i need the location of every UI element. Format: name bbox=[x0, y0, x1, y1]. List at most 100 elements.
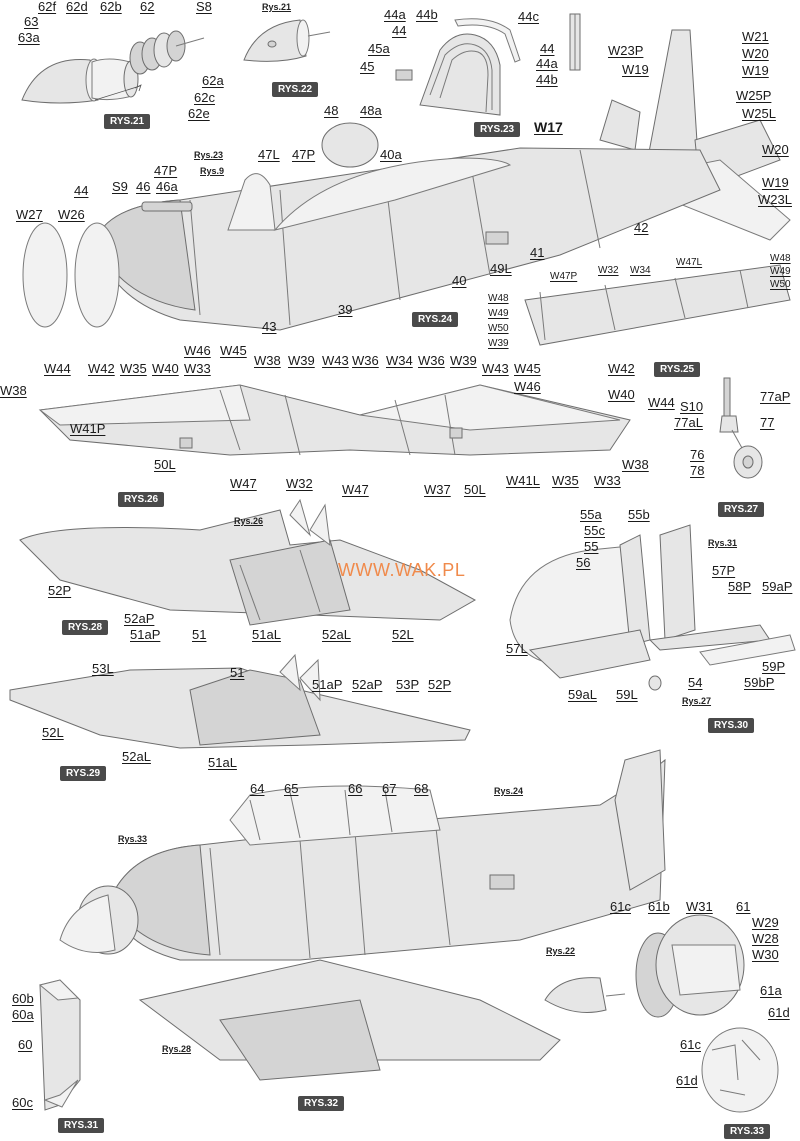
figure-tag-rys26: RYS.26 bbox=[118, 492, 165, 507]
label-77: 77 bbox=[760, 415, 775, 430]
label-w41l: W41L bbox=[506, 473, 540, 488]
label-66: 66 bbox=[348, 781, 363, 796]
label-w36a: W36 bbox=[352, 353, 379, 368]
label-55a: 55a bbox=[580, 507, 602, 522]
fig22-spinner bbox=[243, 19, 331, 62]
label-w40b: W40 bbox=[608, 387, 635, 402]
label-w25l: W25L bbox=[742, 106, 776, 121]
label-51ap-2: 51aP bbox=[312, 677, 343, 692]
label-45a: 45a bbox=[368, 41, 390, 56]
label-51: 51 bbox=[192, 627, 207, 642]
label-w50b: W50 bbox=[488, 323, 509, 334]
label-46: 46 bbox=[136, 179, 151, 194]
label-w34a: W34 bbox=[630, 265, 651, 276]
label-48a: 48a bbox=[360, 103, 382, 118]
label-62: 62 bbox=[140, 0, 155, 14]
label-w26: W26 bbox=[58, 207, 85, 222]
label-63: 63 bbox=[24, 14, 39, 29]
label-w38b: W38 bbox=[0, 383, 27, 398]
label-w25p: W25P bbox=[736, 88, 772, 103]
label-w32a: W32 bbox=[598, 265, 619, 276]
ref-rys33: Rys.33 bbox=[118, 834, 148, 844]
label-68: 68 bbox=[414, 781, 429, 796]
label-77al: 77aL bbox=[674, 415, 703, 430]
label-w35a: W35 bbox=[120, 361, 147, 376]
label-57p: 57P bbox=[712, 563, 736, 578]
label-60b: 60b bbox=[12, 991, 34, 1006]
fig28-wing-lower bbox=[19, 498, 477, 626]
label-w42b: W42 bbox=[608, 361, 635, 376]
label-52l-2: 52L bbox=[42, 725, 64, 740]
figure-tag-rys23: RYS.23 bbox=[474, 122, 521, 137]
figure-tag-rys27: RYS.27 bbox=[718, 502, 765, 517]
label-60a: 60a bbox=[12, 1007, 34, 1022]
fig30-tail-assembly bbox=[509, 524, 796, 691]
label-w46a: W46 bbox=[184, 343, 211, 358]
label-w19b: W19 bbox=[742, 63, 769, 78]
ref-rys26: Rys.26 bbox=[234, 516, 264, 526]
label-w19a: W19 bbox=[622, 62, 649, 77]
label-44a-right: 44a bbox=[536, 56, 558, 71]
label-w41p: W41P bbox=[70, 421, 106, 436]
label-w50a: W50 bbox=[770, 279, 791, 290]
watermark: WWW.WAK.PL bbox=[338, 560, 466, 580]
label-44-top: 44 bbox=[392, 23, 407, 38]
label-39: 39 bbox=[338, 302, 353, 317]
label-47p: 47P bbox=[292, 147, 316, 162]
label-62d: 62d bbox=[66, 0, 88, 14]
label-51al: 51aL bbox=[252, 627, 281, 642]
label-w32b: W32 bbox=[286, 476, 313, 491]
figure-tag-rys32: RYS.32 bbox=[298, 1096, 345, 1111]
label-44c: 44c bbox=[518, 9, 539, 24]
ref-rys9: Rys.9 bbox=[200, 166, 225, 176]
label-w47b: W47 bbox=[342, 482, 369, 497]
label-61c-2: 61c bbox=[680, 1037, 701, 1052]
label-w48b: W48 bbox=[488, 293, 509, 304]
label-76: 76 bbox=[690, 447, 705, 462]
label-w43a: W43 bbox=[322, 353, 349, 368]
label-55: 55 bbox=[584, 539, 599, 554]
label-61d: 61d bbox=[768, 1005, 790, 1020]
label-w44a: W44 bbox=[44, 361, 71, 376]
ref-rys24-b: Rys.24 bbox=[494, 786, 524, 796]
label-50lb: 50L bbox=[464, 482, 486, 497]
label-42: 42 bbox=[634, 220, 649, 235]
label-59bp: 59bP bbox=[744, 675, 775, 690]
figure-tag-rys25: RYS.25 bbox=[654, 362, 701, 377]
label-44b-top: 44b bbox=[416, 7, 438, 22]
label-47l: 47L bbox=[258, 147, 280, 162]
label-52ap: 52aP bbox=[124, 611, 155, 626]
label-w17: W17 bbox=[534, 119, 563, 135]
label-w31: W31 bbox=[686, 899, 713, 914]
label-w29: W29 bbox=[752, 915, 779, 930]
label-w27: W27 bbox=[16, 207, 43, 222]
label-59al: 59aL bbox=[568, 687, 597, 702]
fig26-wing-assembly bbox=[38, 384, 631, 456]
label-48: 48 bbox=[324, 103, 339, 118]
label-w47p: W47P bbox=[550, 271, 578, 282]
figure-tag-rys28: RYS.28 bbox=[62, 620, 109, 635]
fig29-wing-upper bbox=[9, 653, 471, 749]
label-62a: 62a bbox=[202, 73, 224, 88]
fig32-main-assembly bbox=[59, 749, 666, 1081]
label-w30: W30 bbox=[752, 947, 779, 962]
label-45: 45 bbox=[360, 59, 375, 74]
fig23-canopy-frames bbox=[395, 13, 581, 116]
label-44a-top: 44a bbox=[384, 7, 406, 22]
label-w37: W37 bbox=[424, 482, 451, 497]
label-44-right: 44 bbox=[540, 41, 555, 56]
label-43: 43 bbox=[262, 319, 277, 334]
label-w23l: W23L bbox=[758, 192, 792, 207]
label-w34b: W34 bbox=[386, 353, 413, 368]
ref-rys31: Rys.31 bbox=[708, 538, 738, 548]
label-w49b: W49 bbox=[488, 308, 509, 319]
label-w48a: W48 bbox=[770, 253, 791, 264]
label-49l: 49L bbox=[490, 261, 512, 276]
label-51ap: 51aP bbox=[130, 627, 161, 642]
label-61b: 61b bbox=[648, 899, 670, 914]
label-w39a: W39 bbox=[488, 338, 509, 349]
label-54: 54 bbox=[688, 675, 703, 690]
label-52l: 52L bbox=[392, 627, 414, 642]
label-62f: 62f bbox=[38, 0, 57, 14]
label-w43b: W43 bbox=[482, 361, 509, 376]
